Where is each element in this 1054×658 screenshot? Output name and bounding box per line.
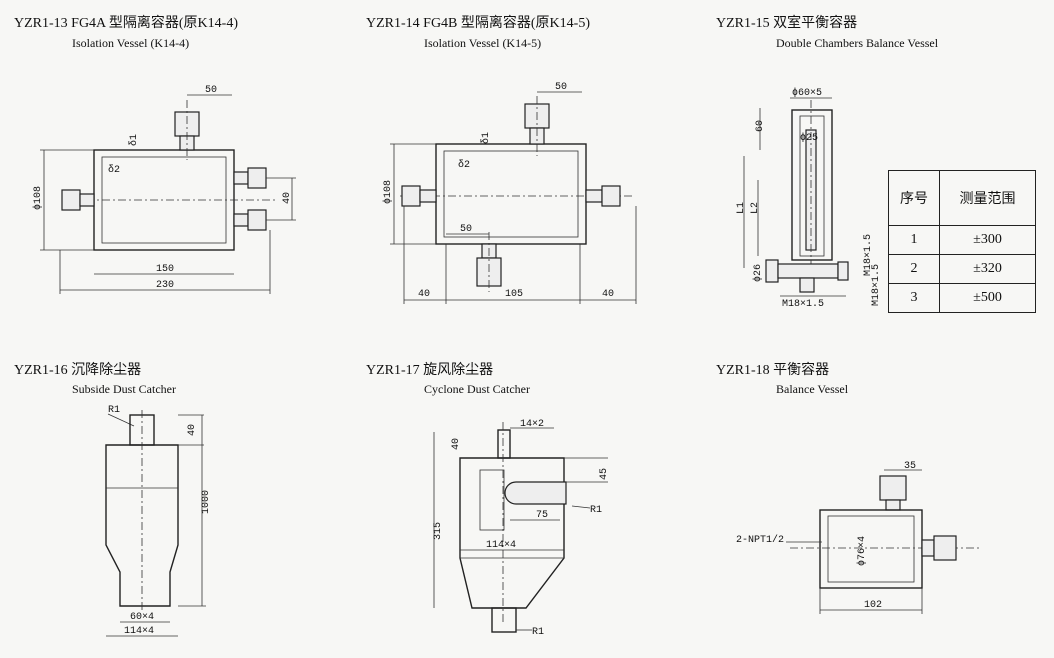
table-row: 1 ±300 bbox=[888, 225, 1036, 255]
header-range: 测量范围 bbox=[939, 170, 1036, 226]
dim-phi25: ϕ25 bbox=[800, 132, 818, 144]
row-range: ±300 bbox=[939, 225, 1036, 255]
title-yzr1-16: YZR1-16 沉降除尘器 bbox=[14, 363, 142, 378]
dim-npt: 2-NPT1/2 bbox=[736, 534, 784, 546]
table-row: 2 ±320 bbox=[888, 254, 1036, 284]
dim-315: 315 bbox=[433, 522, 444, 540]
dim-50-bottom: 50 bbox=[460, 224, 472, 235]
dim-1000: 1000 bbox=[201, 490, 212, 514]
row-index: 1 bbox=[888, 225, 940, 255]
drawing-yzr1-17: 14×2 40 45 R1 75 315 114×4 R1 bbox=[433, 419, 610, 638]
measure-range-table: 序号 测量范围 1 ±300 2 ±320 3 ±500 bbox=[888, 170, 1036, 313]
dim-40-right: 40 bbox=[602, 289, 614, 300]
dim-phi26: ϕ26 bbox=[752, 264, 764, 282]
dim-14x2: 14×2 bbox=[520, 419, 544, 430]
dim-phi60x5: ϕ60×5 bbox=[792, 87, 822, 99]
dim-r1-side: R1 bbox=[590, 505, 602, 516]
row-range: ±500 bbox=[939, 283, 1036, 313]
dim-50-top: 50 bbox=[555, 82, 567, 93]
dim-m18-right-upper: M18×1.5 bbox=[863, 234, 874, 276]
title-yzr1-13: YZR1-13 FG4A 型隔离容器(原K14-4) bbox=[14, 16, 238, 31]
dim-phi76x4: ϕ76×4 bbox=[856, 536, 868, 566]
subtitle-yzr1-16: Subside Dust Catcher bbox=[72, 382, 176, 396]
dim-delta2: δ2 bbox=[108, 164, 120, 176]
dim-35: 35 bbox=[904, 461, 916, 472]
subtitle-yzr1-18: Balance Vessel bbox=[776, 382, 849, 396]
subtitle-yzr1-13: Isolation Vessel (K14-4) bbox=[72, 36, 190, 50]
dim-delta1: δ1 bbox=[480, 132, 492, 144]
dim-102: 102 bbox=[864, 600, 882, 611]
title-yzr1-18: YZR1-18 平衡容器 bbox=[716, 363, 830, 378]
dim-40: 40 bbox=[282, 192, 293, 204]
dim-delta2: δ2 bbox=[458, 159, 470, 171]
dim-60x4: 60×4 bbox=[130, 612, 154, 623]
dim-delta1: δ1 bbox=[128, 134, 140, 146]
subtitle-yzr1-15: Double Chambers Balance Vessel bbox=[776, 36, 939, 50]
dim-105: 105 bbox=[505, 289, 523, 300]
drawing-yzr1-13: 50 δ1 δ2 ϕ108 40 150 230 bbox=[32, 85, 296, 294]
title-yzr1-17: YZR1-17 旋风除尘器 bbox=[366, 363, 494, 378]
dim-114x4: 114×4 bbox=[486, 540, 516, 551]
dim-114x4: 114×4 bbox=[124, 626, 154, 637]
dim-150: 150 bbox=[156, 264, 174, 275]
dim-r1: R1 bbox=[108, 405, 120, 416]
dim-230: 230 bbox=[156, 280, 174, 291]
dim-40: 40 bbox=[187, 424, 198, 436]
dim-L2: L2 bbox=[750, 202, 761, 214]
title-yzr1-15: YZR1-15 双室平衡容器 bbox=[716, 16, 858, 31]
subtitle-yzr1-17: Cyclone Dust Catcher bbox=[424, 382, 530, 396]
table-row: 3 ±500 bbox=[888, 283, 1036, 313]
dim-m18-right-lower: M18×1.5 bbox=[871, 264, 882, 306]
row-index: 3 bbox=[888, 283, 940, 313]
title-yzr1-14: YZR1-14 FG4B 型隔离容器(原K14-5) bbox=[366, 16, 590, 31]
drawing-yzr1-15: ϕ60×5 ϕ25 60 L1 L2 ϕ26 M18×1.5 M18×1.5 M… bbox=[736, 87, 882, 310]
subtitle-yzr1-14: Isolation Vessel (K14-5) bbox=[424, 36, 542, 50]
dim-40: 40 bbox=[451, 438, 462, 450]
dim-45: 45 bbox=[599, 468, 610, 480]
dim-phi108: ϕ108 bbox=[382, 180, 394, 204]
dim-m18-bottom: M18×1.5 bbox=[782, 299, 824, 310]
drawing-yzr1-16: R1 40 1000 60×4 114×4 bbox=[105, 405, 212, 637]
dim-40-left: 40 bbox=[418, 289, 430, 300]
drawing-yzr1-14: 50 δ1 δ2 ϕ108 50 40 105 40 bbox=[382, 82, 637, 304]
dim-75: 75 bbox=[536, 510, 548, 521]
dim-r1-bottom: R1 bbox=[532, 627, 544, 638]
header-index: 序号 bbox=[888, 170, 940, 226]
dim-L1: L1 bbox=[736, 202, 747, 214]
row-range: ±320 bbox=[939, 254, 1036, 284]
table-header-row: 序号 测量范围 bbox=[888, 170, 1036, 226]
dim-phi108: ϕ108 bbox=[32, 186, 44, 210]
dim-50: 50 bbox=[205, 85, 217, 96]
dim-60: 60 bbox=[755, 120, 766, 132]
row-index: 2 bbox=[888, 254, 940, 284]
drawing-yzr1-18: 35 2-NPT1/2 ϕ76×4 102 bbox=[736, 461, 980, 614]
